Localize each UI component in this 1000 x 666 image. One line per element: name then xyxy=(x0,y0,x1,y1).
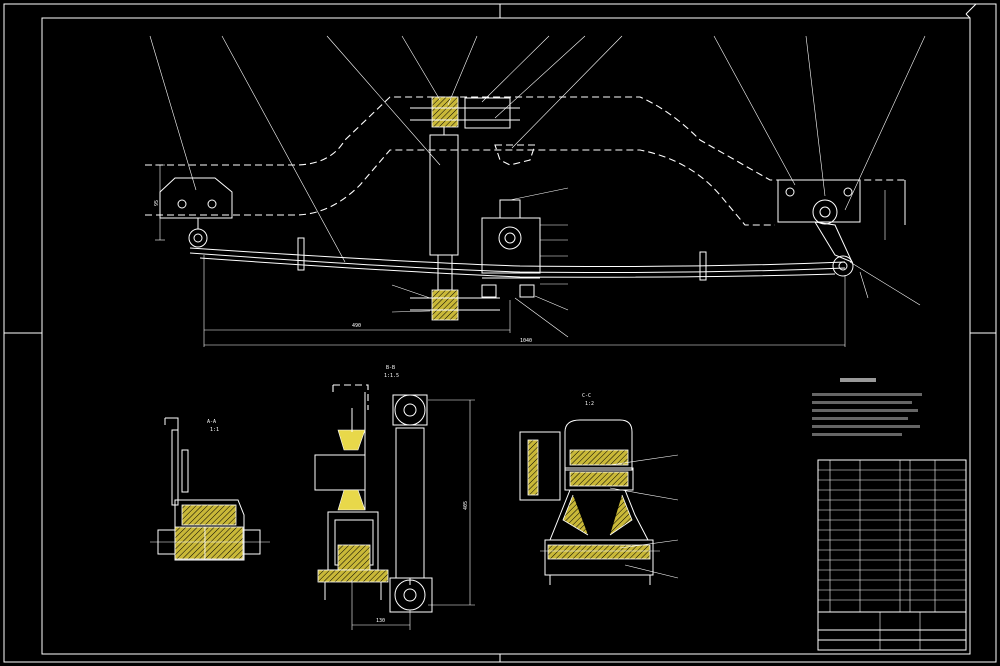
technical-notes xyxy=(812,378,922,436)
section-c-title: C-C xyxy=(582,393,591,399)
section-a-scale: 1:1 xyxy=(210,427,219,433)
dim-overall-label: 1040 xyxy=(520,338,532,344)
section-b-scale: 1:1.5 xyxy=(384,373,399,379)
leader-lines xyxy=(149,35,926,338)
dim-base-label: 130 xyxy=(376,618,385,624)
section-b-view: B-B 1:1.5 405 130 xyxy=(314,365,475,630)
title-block xyxy=(817,459,967,651)
main-assembly-view: 95 1040 490 xyxy=(145,35,926,347)
section-b-title: B-B xyxy=(386,365,395,371)
drawing-frame xyxy=(3,3,997,663)
section-c-view: C-C 1:2 xyxy=(519,393,679,585)
section-c-scale: 1:2 xyxy=(585,401,594,407)
section-a-title: A-A xyxy=(207,419,216,425)
section-a-view: A-A 1:1 xyxy=(150,417,270,561)
dim-absorber-label: 405 xyxy=(463,501,469,510)
dim-main-label: 490 xyxy=(352,323,361,329)
dim-height-label: 95 xyxy=(154,200,160,206)
